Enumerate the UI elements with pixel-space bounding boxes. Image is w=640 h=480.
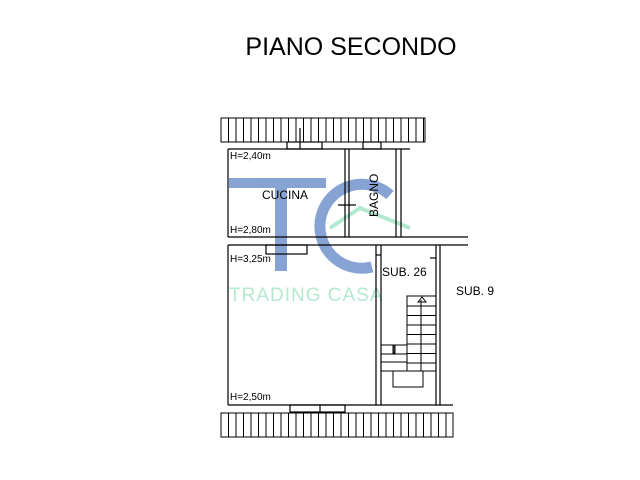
plan-title: PIANO SECONDO [245, 33, 456, 61]
walls [227, 128, 468, 413]
room-label-sub26: SUB. 26 [382, 265, 427, 279]
watermark-roof-icon [328, 205, 411, 230]
height-label: H=2,50m [230, 392, 271, 403]
top-hatched-band [220, 117, 426, 143]
staircase [381, 295, 437, 388]
room-label-bagno: BAGNO [367, 174, 381, 217]
labels: H=2,40m H=2,80m H=3,25m H=2,50m CUCINA B… [230, 151, 494, 403]
height-label: H=2,40m [230, 151, 271, 162]
room-label-sub9: SUB. 9 [456, 284, 494, 298]
watermark-t-stem [275, 178, 287, 271]
room-label-cucina: CUCINA [262, 188, 308, 202]
bottom-hatched-band [220, 412, 454, 438]
trading-casa-watermark: TRADING CASA [229, 178, 411, 306]
height-label: H=3,25m [230, 254, 271, 265]
watermark-c-arc [314, 178, 394, 274]
height-label: H=2,80m [230, 225, 271, 236]
watermark-brand: TRADING CASA [229, 285, 384, 306]
